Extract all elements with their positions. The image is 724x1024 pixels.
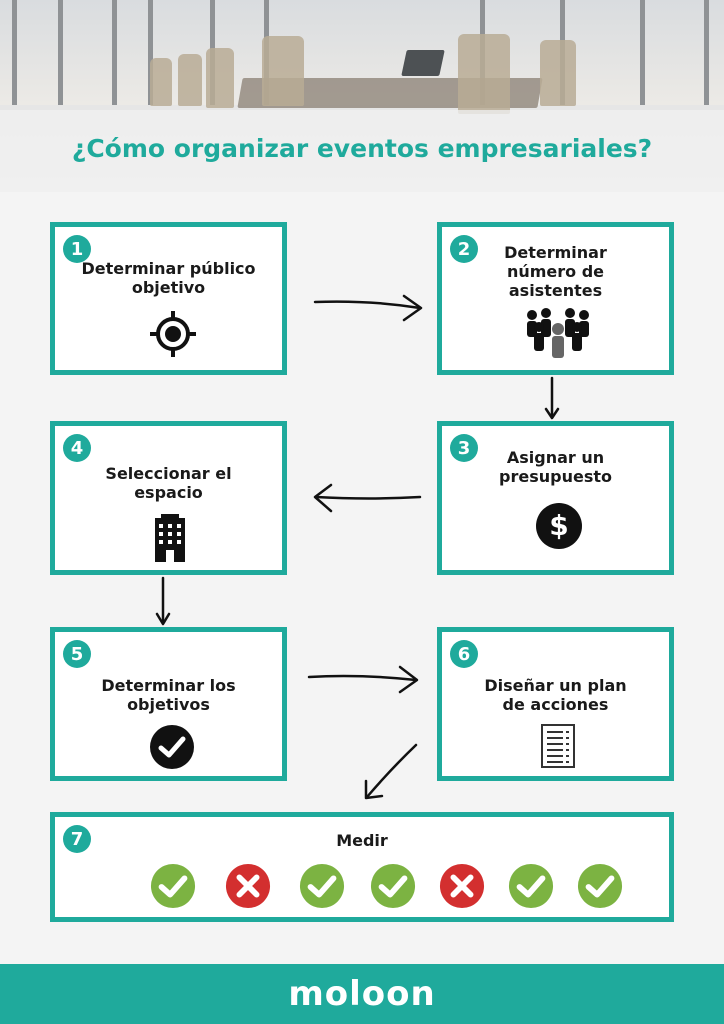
check-mark-icon — [299, 863, 345, 909]
header-photo — [0, 0, 724, 192]
step-label: Seleccionar el espacio — [105, 464, 232, 502]
step-label: Determinar número de asistentes — [504, 243, 607, 300]
check-mark-icon — [150, 863, 196, 909]
step-box-5: 5 Determinar los objetivos — [50, 627, 287, 781]
check-circle-icon — [150, 725, 194, 769]
people-group-icon — [527, 308, 589, 358]
arrow-1-to-2 — [313, 300, 422, 310]
step-number-badge: 3 — [450, 434, 478, 462]
svg-text:$: $ — [549, 509, 568, 542]
cross-mark-icon — [439, 863, 485, 909]
step-label: Diseñar un plan de acciones — [484, 676, 627, 714]
arrow-6-to-7 — [365, 743, 418, 799]
step-box-4: 4 Seleccionar el espacio — [50, 421, 287, 575]
step-number-badge: 1 — [63, 235, 91, 263]
arrow-5-to-6 — [307, 674, 418, 682]
brand-logo: moloon — [288, 974, 436, 1014]
check-mark-icon — [508, 863, 554, 909]
step-label: Determinar público objetivo — [81, 259, 256, 297]
step-number-badge: 5 — [63, 640, 91, 668]
document-icon — [541, 724, 575, 768]
step-box-1: 1 Determinar público objetivo — [50, 222, 287, 375]
step-number-badge: 7 — [63, 825, 91, 853]
step-number-badge: 6 — [450, 640, 478, 668]
step-number-badge: 2 — [450, 235, 478, 263]
step-label: Medir — [336, 831, 388, 850]
arrow-3-to-4 — [314, 495, 422, 500]
step-box-3: 3 Asignar un presupuesto $ — [437, 421, 674, 575]
step-box-7: 7 Medir — [50, 812, 674, 922]
step-box-6: 6 Diseñar un plan de acciones — [437, 627, 674, 781]
step-box-2: 2 Determinar número de asistentes — [437, 222, 674, 375]
target-icon — [150, 311, 196, 357]
page-title: ¿Cómo organizar eventos empresariales? — [71, 134, 653, 163]
step-number-badge: 4 — [63, 434, 91, 462]
check-mark-icon — [577, 863, 623, 909]
check-mark-icon — [370, 863, 416, 909]
measure-row — [55, 863, 669, 919]
footer-bar: moloon — [0, 964, 724, 1024]
step-label: Asignar un presupuesto — [499, 448, 612, 486]
step-label: Determinar los objetivos — [101, 676, 236, 714]
building-icon — [155, 514, 185, 562]
dollar-icon: $ — [536, 503, 582, 549]
cross-mark-icon — [225, 863, 271, 909]
